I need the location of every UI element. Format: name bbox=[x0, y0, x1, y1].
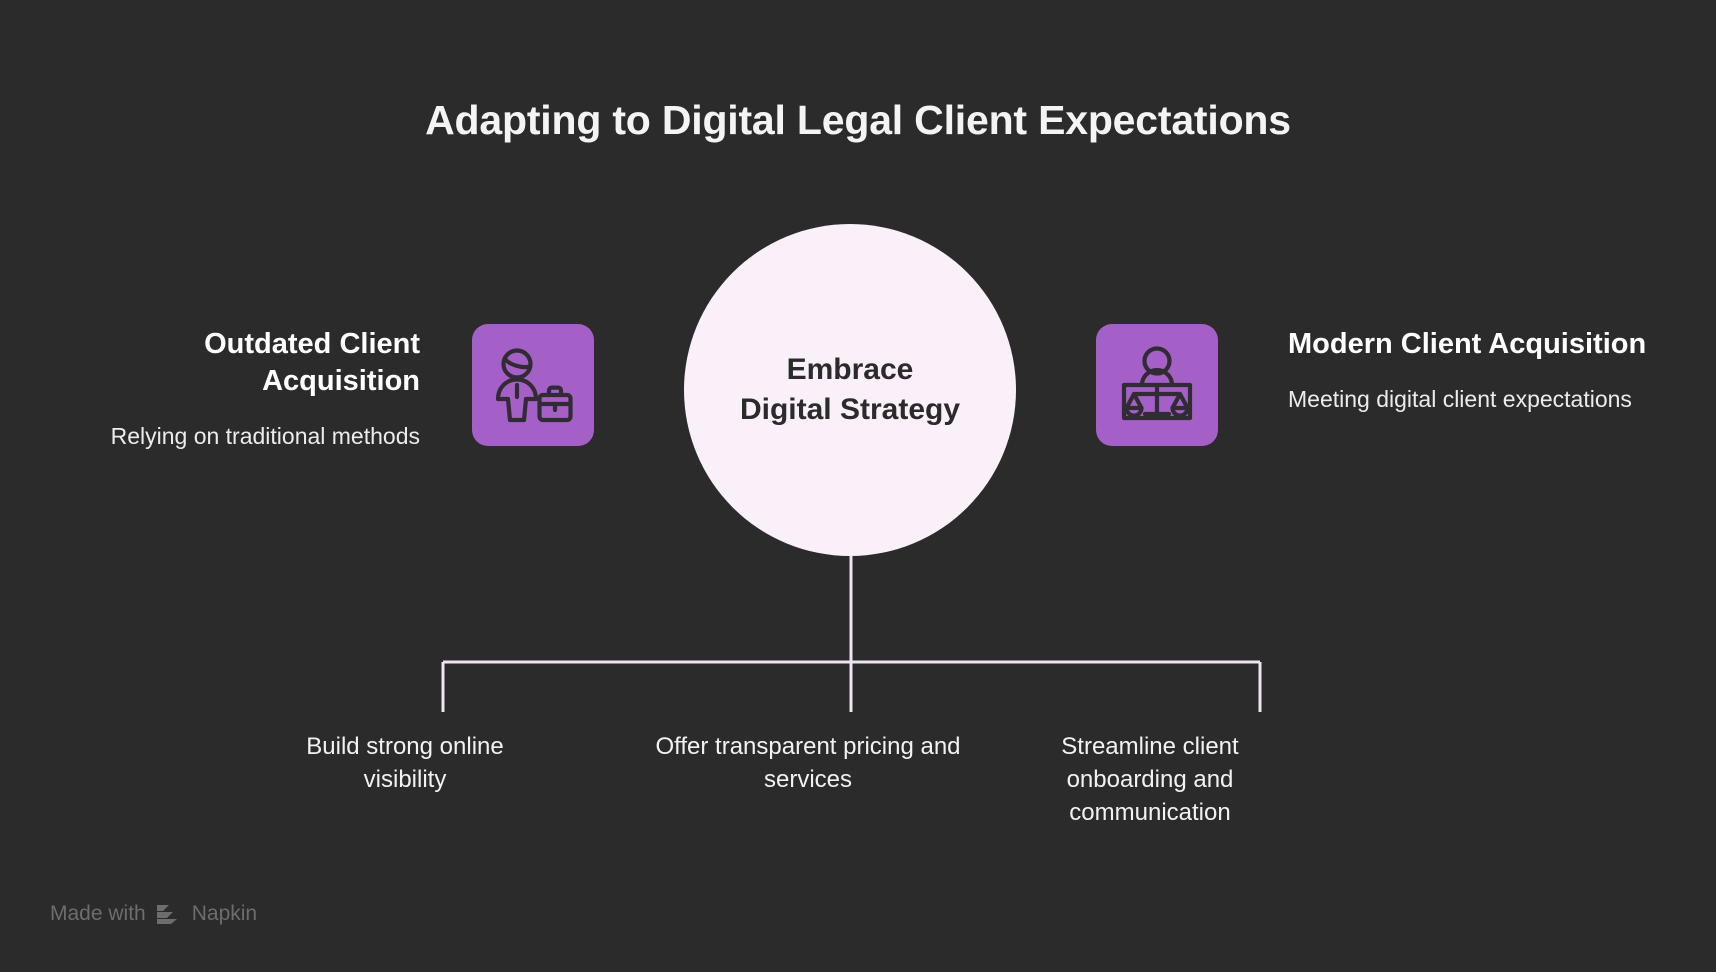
right-icon-tile bbox=[1096, 324, 1218, 446]
leaf-node-2: Offer transparent pricing and services bbox=[655, 733, 961, 794]
left-icon-tile bbox=[472, 324, 594, 446]
footer-made-with-label: Made with bbox=[50, 902, 146, 925]
center-label-line-2: Digital Strategy bbox=[739, 393, 961, 426]
center-node: Embrace Digital Strategy bbox=[684, 224, 1016, 556]
left-heading: Outdated Client Acquisition bbox=[204, 328, 420, 398]
judge-scales-of-justice-icon bbox=[1114, 342, 1200, 428]
center-label-line-1: Embrace bbox=[786, 353, 914, 387]
napkin-chevron-logo bbox=[156, 903, 182, 925]
leaf-node-3: Streamline client onboarding and communi… bbox=[1061, 733, 1239, 827]
left-concept-block: Outdated Client Acquisition Relying on t… bbox=[80, 326, 420, 453]
right-heading: Modern Client Acquisition bbox=[1288, 328, 1647, 360]
footer-brand-name: Napkin bbox=[191, 902, 258, 925]
person-with-briefcase-icon bbox=[490, 342, 576, 428]
center-node-label: Embrace Digital Strategy bbox=[714, 350, 986, 429]
right-description: Meeting digital client expectations bbox=[1288, 386, 1632, 413]
page-title: Adapting to Digital Legal Client Expecta… bbox=[425, 97, 1291, 143]
leaf-node-1: Build strong online visibility bbox=[306, 733, 504, 794]
left-description: Relying on traditional methods bbox=[110, 423, 420, 450]
footer-attribution: Made with Napkin bbox=[50, 902, 257, 926]
right-concept-block: Modern Client Acquisition Meeting digita… bbox=[1288, 326, 1648, 416]
